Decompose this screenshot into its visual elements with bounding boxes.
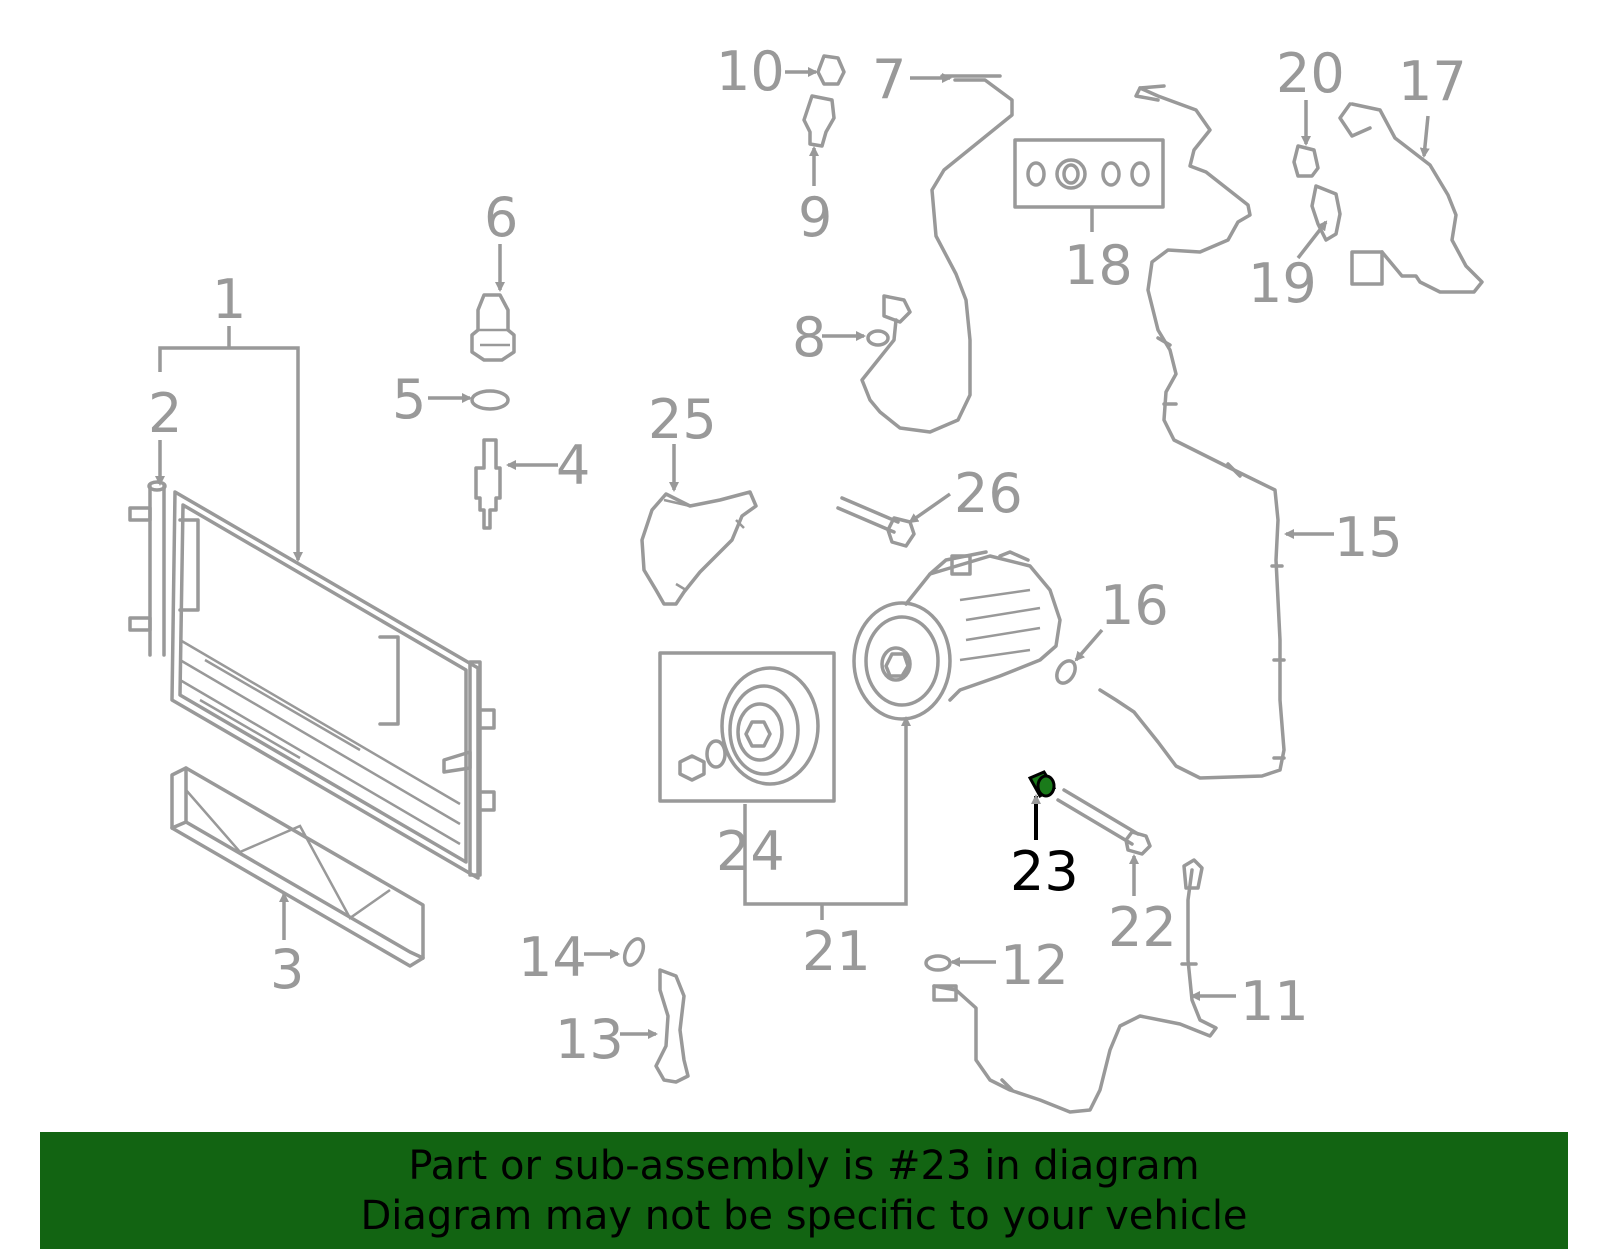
- callout-2[interactable]: 2: [148, 382, 182, 445]
- part-pressure-valve-4[interactable]: [474, 438, 502, 530]
- part-sensor-9[interactable]: [802, 94, 836, 148]
- part-line-13[interactable]: [654, 968, 690, 1084]
- callout-7[interactable]: 7: [872, 48, 906, 111]
- part-seal-strip[interactable]: [170, 766, 425, 968]
- callout-21[interactable]: 21: [802, 920, 871, 983]
- part-sensor-19[interactable]: [1310, 184, 1342, 242]
- part-bolt-26[interactable]: [836, 496, 916, 548]
- part-cap-20[interactable]: [1292, 144, 1320, 178]
- callout-26[interactable]: 26: [954, 462, 1023, 525]
- part-hose-7[interactable]: [860, 74, 1014, 434]
- part-bolt-22[interactable]: [1056, 788, 1152, 856]
- callout-13[interactable]: 13: [555, 1008, 624, 1071]
- part-o-ring-kit-18[interactable]: [1013, 138, 1165, 209]
- callout-18[interactable]: 18: [1064, 234, 1133, 297]
- part-hose-17[interactable]: [1338, 102, 1484, 294]
- part-condenser[interactable]: [128, 480, 496, 880]
- callout-16[interactable]: 16: [1100, 574, 1169, 637]
- part-bushing-23[interactable]: [1027, 770, 1057, 799]
- callout-9[interactable]: 9: [798, 186, 832, 249]
- part-o-ring-12[interactable]: [924, 954, 952, 972]
- callout-labels: 1 2 3 4 5 6 7 8 9 10 11 12 13 14 15 16 1…: [148, 40, 1467, 1071]
- callout-24[interactable]: 24: [716, 820, 785, 883]
- callout-25[interactable]: 25: [648, 388, 717, 451]
- callout-3[interactable]: 3: [270, 938, 304, 1001]
- callout-4[interactable]: 4: [556, 434, 590, 497]
- part-line-11[interactable]: [932, 858, 1218, 1114]
- callout-23[interactable]: 23: [1010, 840, 1079, 903]
- info-banner: Part or sub-assembly is #23 in diagram D…: [40, 1132, 1568, 1249]
- callout-15[interactable]: 15: [1334, 506, 1403, 569]
- part-pressure-switch-6[interactable]: [470, 293, 516, 362]
- callout-1[interactable]: 1: [212, 268, 246, 331]
- part-cap-10[interactable]: [816, 54, 846, 86]
- part-o-ring-5[interactable]: [470, 389, 510, 411]
- callout-10[interactable]: 10: [716, 40, 785, 103]
- banner-line-disclaimer: Diagram may not be specific to your vehi…: [360, 1192, 1248, 1239]
- callout-20[interactable]: 20: [1276, 42, 1345, 105]
- leader-lines: [155, 67, 1430, 1039]
- callout-17[interactable]: 17: [1398, 50, 1467, 113]
- callout-11[interactable]: 11: [1240, 970, 1309, 1033]
- callout-12[interactable]: 12: [1000, 934, 1069, 997]
- callout-22[interactable]: 22: [1108, 896, 1177, 959]
- part-cover-25[interactable]: [640, 490, 758, 606]
- part-o-ring-8[interactable]: [866, 329, 890, 347]
- callout-5[interactable]: 5: [392, 368, 426, 431]
- callout-19[interactable]: 19: [1248, 252, 1317, 315]
- part-compressor-21[interactable]: [852, 550, 1062, 721]
- callout-14[interactable]: 14: [518, 926, 587, 989]
- part-o-ring-16[interactable]: [1053, 658, 1079, 687]
- banner-line-part: Part or sub-assembly is #23 in diagram: [408, 1142, 1200, 1189]
- part-o-ring-14[interactable]: [621, 936, 647, 968]
- part-line-15[interactable]: [1098, 84, 1286, 780]
- callout-8[interactable]: 8: [792, 306, 826, 369]
- part-clutch-kit-24[interactable]: [658, 651, 836, 803]
- callout-6[interactable]: 6: [484, 186, 518, 249]
